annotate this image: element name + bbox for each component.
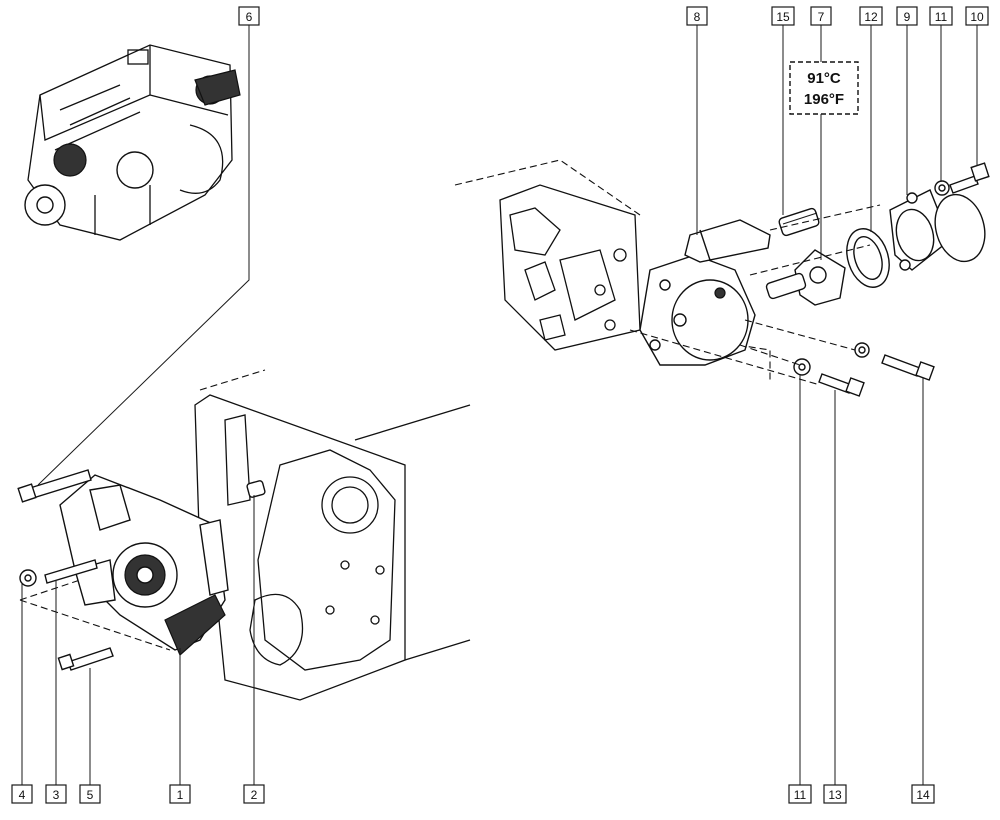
callout-8: 8: [686, 6, 708, 26]
svg-text:10: 10: [970, 10, 984, 24]
svg-text:11: 11: [794, 788, 807, 802]
washer-12-small: [854, 342, 870, 358]
thermostat-spec-box: 91°C 196°F: [789, 61, 859, 115]
svg-text:1: 1: [177, 788, 184, 802]
washer-11-top: [934, 180, 950, 196]
svg-text:2: 2: [251, 788, 258, 802]
water-pump-assembly: [59, 474, 229, 657]
engine-overview-thumbnail: [24, 44, 241, 241]
spec-temp-f: 196°F: [804, 91, 844, 108]
svg-text:15: 15: [776, 10, 790, 24]
callout-15: 15: [771, 6, 795, 26]
svg-text:3: 3: [53, 788, 60, 802]
svg-text:14: 14: [916, 788, 930, 802]
callout-4: 4: [11, 784, 33, 804]
bolt-5: [57, 647, 114, 671]
svg-text:8: 8: [694, 10, 701, 24]
callout-6: 6: [238, 6, 260, 26]
callout-11-bottom: 11: [788, 784, 812, 804]
bolt-14: [881, 354, 935, 381]
seal-ring-12: [846, 228, 890, 288]
thermostat-7: [765, 249, 846, 306]
callout-11-top: 11: [929, 6, 953, 26]
callout-1: 1: [169, 784, 191, 804]
assembly-lines: [629, 204, 881, 386]
svg-text:9: 9: [904, 10, 911, 24]
sensor-15: [778, 207, 820, 237]
svg-text:5: 5: [87, 788, 94, 802]
callout-7: 7: [810, 6, 832, 26]
svg-text:7: 7: [818, 10, 825, 24]
cylinder-block-left: [19, 369, 471, 701]
cylinder-block-right: [454, 159, 771, 380]
nut-4: [19, 569, 37, 587]
callout-13: 13: [823, 784, 847, 804]
callout-14: 14: [911, 784, 935, 804]
callout-3: 3: [45, 784, 67, 804]
svg-text:6: 6: [246, 10, 253, 24]
svg-text:11: 11: [935, 10, 948, 24]
callout-9: 9: [896, 6, 918, 26]
stud-3: [44, 559, 98, 584]
svg-text:13: 13: [828, 788, 842, 802]
callout-5: 5: [79, 784, 101, 804]
callout-10: 10: [965, 6, 989, 26]
svg-text:4: 4: [19, 788, 26, 802]
callout-2: 2: [243, 784, 265, 804]
dowel-2: [246, 480, 266, 498]
washer-11-bottom: [793, 358, 811, 376]
spec-temp-c: 91°C: [807, 70, 841, 87]
bolt-6: [17, 469, 92, 503]
thermostat-housing-8: [639, 219, 771, 366]
bolt-13: [818, 373, 865, 397]
svg-text:12: 12: [864, 10, 878, 24]
callout-12: 12: [859, 6, 883, 26]
leader-lines: [21, 25, 978, 785]
bolt-10: [949, 162, 990, 194]
water-outlet-9: [889, 189, 986, 271]
